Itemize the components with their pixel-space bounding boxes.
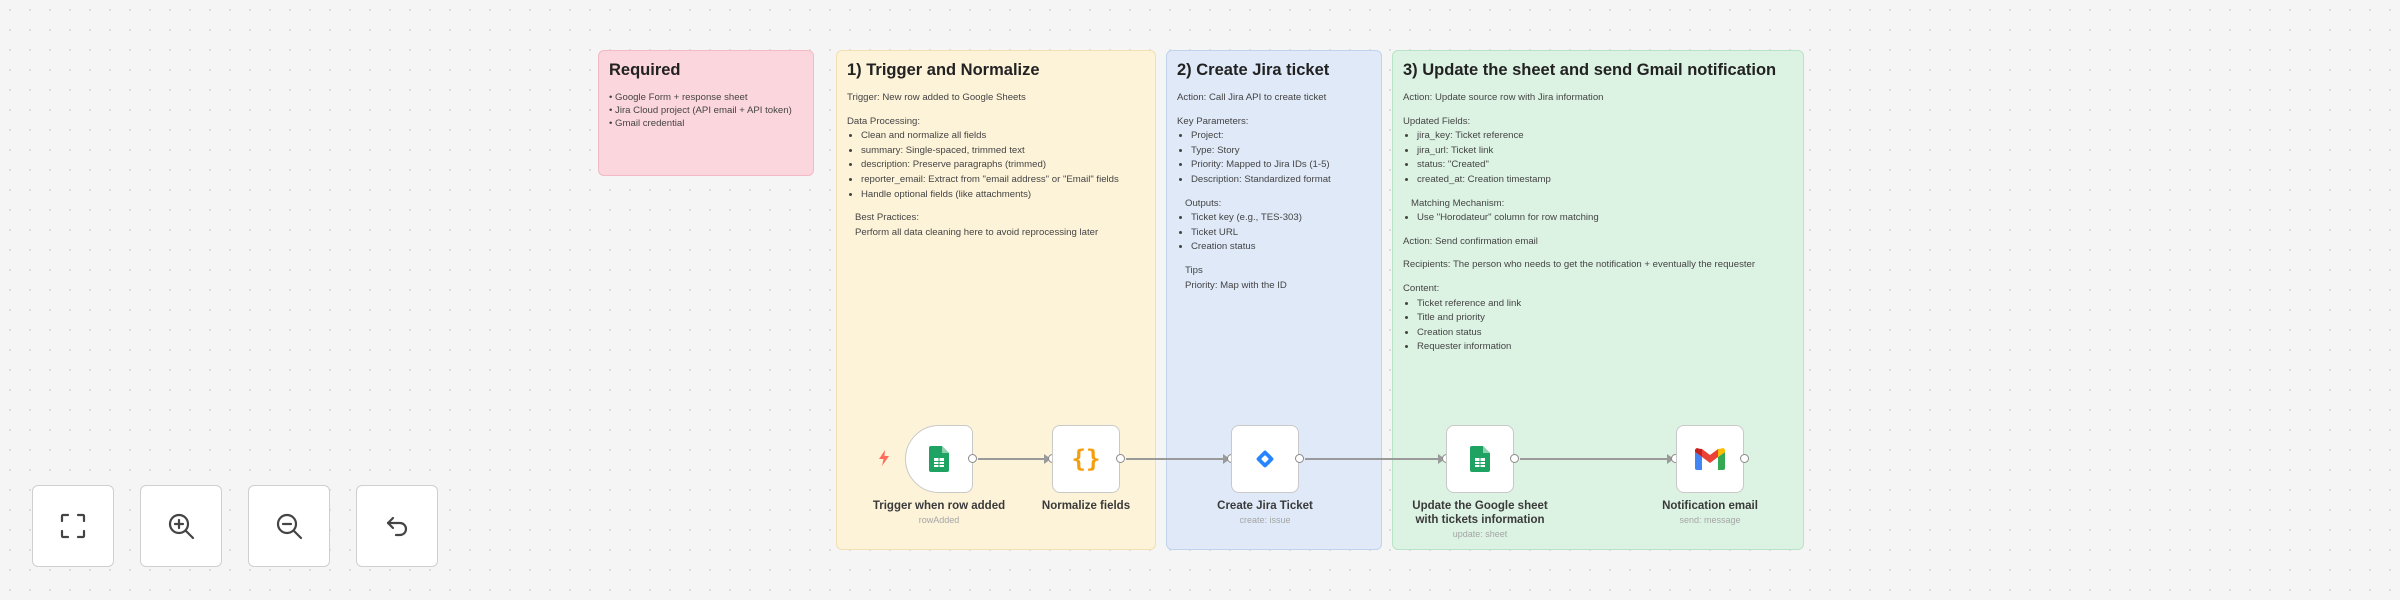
fit-view-button[interactable] <box>32 485 114 567</box>
list-item: Creation status <box>1417 326 1793 341</box>
list-item: Priority: Mapped to Jira IDs (1-5) <box>1191 158 1371 173</box>
note-heading: Key Parameters: <box>1177 115 1249 127</box>
list-item: created_at: Creation timestamp <box>1417 173 1793 188</box>
list-item: jira_key: Ticket reference <box>1417 129 1793 144</box>
gmail-icon <box>1695 448 1725 470</box>
list-item: Title and priority <box>1417 311 1793 326</box>
list-item: Ticket key (e.g., TES-303) <box>1191 211 1371 226</box>
node-subtitle: rowAdded <box>918 515 960 525</box>
note-title: 3) Update the sheet and send Gmail notif… <box>1403 61 1777 79</box>
output-port[interactable] <box>1740 454 1749 463</box>
jira-icon <box>1256 450 1274 468</box>
node-label: Update the Google sheet with tickets inf… <box>1412 500 1548 526</box>
google-sheets-icon <box>1470 446 1490 472</box>
undo-icon <box>386 516 408 537</box>
output-port[interactable] <box>1116 454 1125 463</box>
note-title: 2) Create Jira ticket <box>1177 61 1330 79</box>
note-heading: Tips <box>1185 264 1203 276</box>
note-heading: Outputs: <box>1185 197 1222 209</box>
connection-line[interactable] <box>1305 458 1443 460</box>
note-text: Priority: Map with the ID <box>1185 279 1287 291</box>
note-line: • Gmail credential <box>609 118 685 129</box>
note-heading: Matching Mechanism: <box>1411 197 1505 209</box>
node-label: Create Jira Ticket <box>1217 500 1313 512</box>
node-label: Notification email <box>1662 500 1758 512</box>
note-heading: Updated Fields: <box>1403 115 1471 127</box>
zoom-in-button[interactable] <box>140 485 222 567</box>
node-label: Trigger when row added <box>872 500 1006 512</box>
note-text: Recipients: The person who needs to get … <box>1403 259 1756 271</box>
output-port[interactable] <box>1510 454 1519 463</box>
list-item: Use "Horodateur" column for row matching <box>1417 211 1793 226</box>
note-text: Action: Send confirmation email <box>1403 235 1538 247</box>
list-item: Description: Standardized format <box>1191 173 1371 188</box>
note-list: Ticket reference and link Title and prio… <box>1403 297 1793 355</box>
list-item: Creation status <box>1191 240 1371 255</box>
node-subtitle: create: issue <box>1239 515 1291 525</box>
connection-line[interactable] <box>1126 458 1228 460</box>
note-text: Action: Call Jira API to create ticket <box>1177 92 1327 103</box>
node-normalize-fields[interactable]: {} <box>1052 425 1120 493</box>
fullscreen-icon <box>60 513 86 539</box>
list-item: Ticket URL <box>1191 226 1371 241</box>
connection-arrow <box>1044 454 1051 464</box>
list-item: Handle optional fields (like attachments… <box>861 188 1145 203</box>
note-list: jira_key: Ticket reference jira_url: Tic… <box>1403 129 1793 187</box>
node-subtitle: send: message <box>1679 515 1741 525</box>
node-notification-email[interactable] <box>1676 425 1744 493</box>
list-item: summary: Single-spaced, trimmed text <box>861 144 1145 159</box>
list-item: status: "Created" <box>1417 158 1793 173</box>
connection-arrow <box>1223 454 1230 464</box>
note-text: Perform all data cleaning here to avoid … <box>855 226 1099 238</box>
connection-arrow <box>1438 454 1445 464</box>
note-text: Action: Update source row with Jira info… <box>1403 92 1604 103</box>
code-braces-icon: {} <box>1071 445 1101 473</box>
node-trigger-when-row-added[interactable] <box>905 425 973 493</box>
list-item: jira_url: Ticket link <box>1417 144 1793 159</box>
list-item: Type: Story <box>1191 144 1371 159</box>
note-list: Ticket key (e.g., TES-303) Ticket URL Cr… <box>1177 211 1371 255</box>
note-list: Project: Type: Story Priority: Mapped to… <box>1177 129 1371 187</box>
note-line: • Google Form + response sheet <box>609 92 748 103</box>
zoom-out-button[interactable] <box>248 485 330 567</box>
note-title: 1) Trigger and Normalize <box>847 61 1040 79</box>
list-item: description: Preserve paragraphs (trimme… <box>861 158 1145 173</box>
sticky-note-trigger-normalize[interactable]: 1) Trigger and Normalize Trigger: New ro… <box>836 50 1156 550</box>
list-item: Ticket reference and link <box>1417 297 1793 312</box>
node-subtitle: update: sheet <box>1452 529 1508 539</box>
node-label: Normalize fields <box>1041 500 1131 512</box>
note-heading: Best Practices: <box>855 212 919 224</box>
note-list: Clean and normalize all fields summary: … <box>847 129 1145 202</box>
google-sheets-icon <box>929 446 949 472</box>
note-text: Trigger: New row added to Google Sheets <box>847 92 1026 103</box>
zoom-out-icon <box>276 513 303 540</box>
sticky-note-required[interactable]: Required • Google Form + response sheet … <box>598 50 814 176</box>
lightning-icon <box>879 450 889 466</box>
node-create-jira-ticket[interactable] <box>1231 425 1299 493</box>
list-item: Clean and normalize all fields <box>861 129 1145 144</box>
reset-button[interactable] <box>356 485 438 567</box>
zoom-in-icon <box>168 513 195 540</box>
connection-arrow <box>1667 454 1674 464</box>
note-heading: Content: <box>1403 282 1440 294</box>
list-item: Requester information <box>1417 340 1793 355</box>
connection-line[interactable] <box>1520 458 1672 460</box>
node-update-google-sheet[interactable] <box>1446 425 1514 493</box>
note-title: Required <box>609 61 681 79</box>
output-port[interactable] <box>1295 454 1304 463</box>
note-line: • Jira Cloud project (API email + API to… <box>609 105 792 116</box>
note-list: Use "Horodateur" column for row matching <box>1403 211 1793 226</box>
sticky-note-create-jira[interactable]: 2) Create Jira ticket Action: Call Jira … <box>1166 50 1382 550</box>
connection-line[interactable] <box>978 458 1049 460</box>
output-port[interactable] <box>968 454 977 463</box>
note-heading: Data Processing: <box>847 115 921 127</box>
list-item: reporter_email: Extract from "email addr… <box>861 173 1145 188</box>
list-item: Project: <box>1191 129 1371 144</box>
